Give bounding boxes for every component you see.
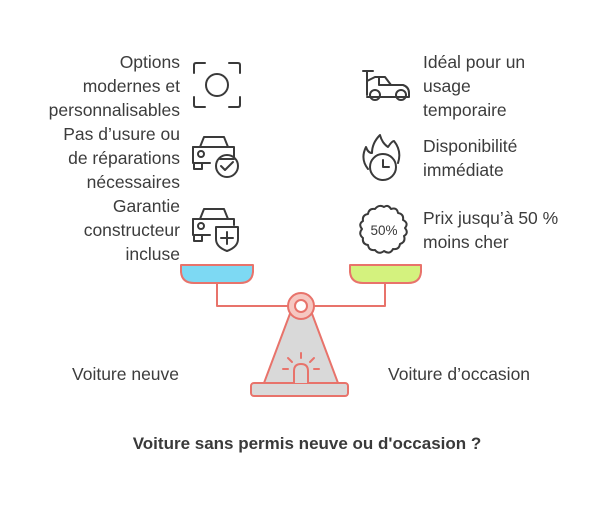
car-check-icon (192, 136, 239, 178)
left-item-1-text: Options modernes et personnalisables (48, 52, 180, 120)
left-hanger (216, 282, 289, 307)
left-pan (180, 264, 254, 284)
beacon-light (293, 363, 309, 384)
right-hanger (313, 282, 386, 307)
balance-scale (180, 264, 422, 397)
fire-clock-icon (362, 134, 401, 181)
right-pan (349, 264, 422, 284)
right-item-1-text: Idéal pour un usage temporaire (423, 52, 526, 120)
scale-base (250, 382, 349, 397)
right-item-2-text: Disponibilité immédiate (423, 136, 518, 180)
car-shield-icon (192, 208, 239, 252)
diagram-title: Voiture sans permis neuve ou d'occasion … (132, 434, 482, 453)
pivot-inner (294, 299, 308, 313)
left-item-2-text: Pas d’usure ou de réparations nécessaire… (63, 124, 180, 192)
race-car-icon (362, 70, 410, 101)
focus-frame-icon (193, 62, 241, 108)
discount-badge-text: 50% (370, 223, 397, 238)
right-item-3-text: Prix jusqu’à 50 % moins cher (423, 208, 559, 252)
left-item-3-text: Garantie constructeur incluse (83, 196, 180, 264)
right-label: Voiture d’occasion (388, 364, 531, 384)
left-label: Voiture neuve (72, 364, 180, 384)
discount-badge-icon: 50% (359, 204, 408, 254)
